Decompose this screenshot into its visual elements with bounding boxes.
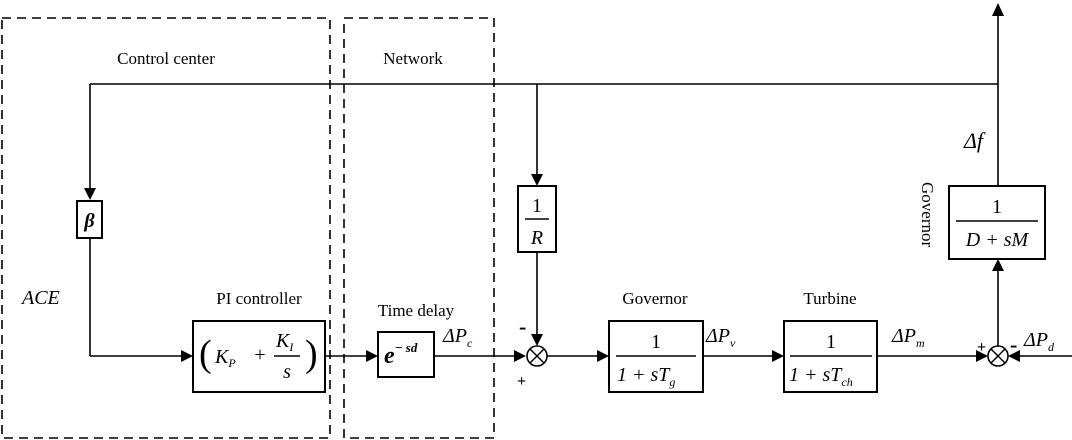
arrow-disturbance-into-sum2: [1008, 350, 1020, 362]
arrow-into-sum2: [976, 350, 988, 362]
arrow-into-load-block: [992, 259, 1004, 271]
droop-denominator: R: [530, 227, 543, 249]
turbine-numerator: 1: [826, 331, 836, 353]
arrow-into-droop: [531, 174, 543, 186]
pi-controller-block: [192, 320, 326, 393]
load-denominator: D + sM: [965, 229, 1030, 251]
arrow-droop-into-sum1: [531, 334, 543, 346]
pi-plus-sign: +: [254, 344, 265, 366]
arrow-frequency-out: [992, 3, 1004, 16]
load-inertia-block: [948, 185, 1046, 260]
governor-vertical-label: Governor: [918, 182, 937, 247]
beta-symbol: β: [83, 210, 95, 232]
control-center-label: Control center: [117, 49, 215, 68]
sum1-minus-sign: -: [519, 314, 526, 339]
dpm-signal-label: ΔPm: [891, 325, 925, 350]
pi-kp-text: KP: [214, 346, 236, 370]
pi-right-paren: ): [305, 333, 318, 375]
beta-block: [76, 200, 103, 239]
ace-label: ACE: [20, 287, 60, 309]
sum2-cross-b: [990, 348, 1006, 364]
arrow-into-beta: [84, 188, 96, 200]
arrow-into-turbine: [772, 350, 784, 362]
dpv-signal-label: ΔPv: [705, 325, 736, 350]
sum1-cross-b: [529, 348, 545, 364]
dpc-signal-label: ΔPc: [442, 325, 473, 350]
arrow-into-governor: [597, 350, 609, 362]
sum1-plus-sign: +: [517, 373, 526, 390]
network-region: [343, 17, 495, 439]
pi-left-paren: (: [199, 333, 212, 375]
governor-label: Governor: [622, 289, 687, 308]
pi-s-text: s: [283, 361, 291, 383]
pi-ki-text: KI: [275, 330, 294, 354]
droop-numerator: 1: [532, 195, 542, 217]
arrow-into-delay: [366, 350, 378, 362]
turbine-label: Turbine: [803, 289, 856, 308]
df-signal-label: Δf: [963, 128, 986, 153]
turbine-denominator: 1 + sTch: [789, 364, 853, 389]
sum2-plus-sign: +: [977, 339, 986, 356]
dpd-signal-label: ΔPd: [1023, 329, 1055, 354]
pi-controller-label: PI controller: [216, 289, 302, 308]
time-delay-block: [377, 331, 435, 378]
delay-expression: e− sd: [384, 340, 418, 369]
governor-denominator: 1 + sTg: [617, 364, 675, 389]
network-label: Network: [383, 49, 443, 68]
arrow-into-pi: [181, 350, 193, 362]
load-numerator: 1: [992, 196, 1002, 218]
sum2-minus-sign: -: [1010, 332, 1017, 357]
governor-numerator: 1: [651, 331, 661, 353]
time-delay-label: Time delay: [378, 301, 455, 320]
arrow-into-sum1: [514, 350, 526, 362]
